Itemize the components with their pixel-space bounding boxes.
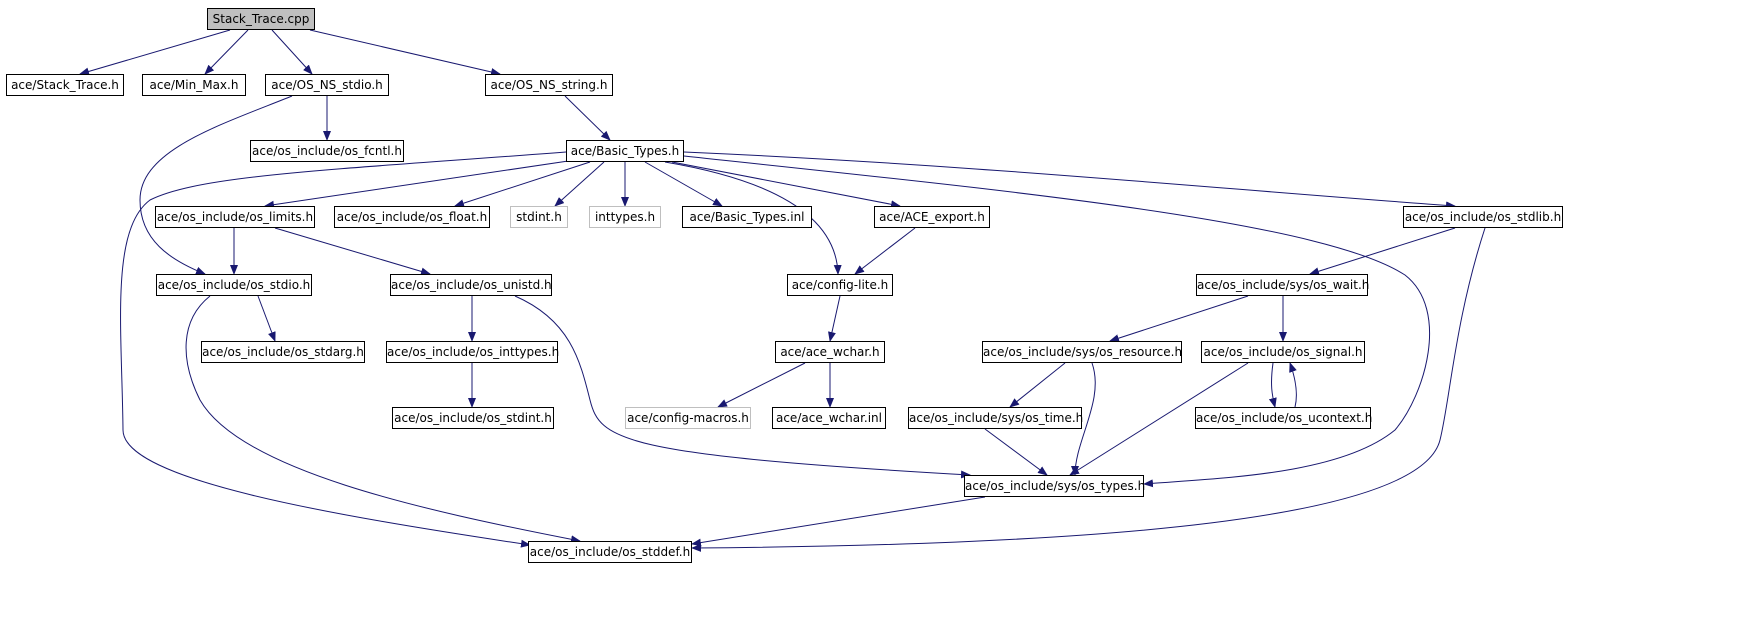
edge-os-ns-stdio-h-to-os-stdio-h — [139, 95, 293, 275]
node-os-stdio-h[interactable]: ace/os_include/os_stdio.h — [156, 274, 312, 296]
node-os-time-h[interactable]: ace/os_include/sys/os_time.h — [908, 407, 1083, 429]
edge-os-signal-h-to-os-types-h — [1069, 362, 1249, 476]
node-os-limits-h[interactable]: ace/os_include/os_limits.h — [155, 206, 315, 228]
node-os-fcntl-h[interactable]: ace/os_include/os_fcntl.h — [250, 140, 404, 162]
node-ace-wchar-inl[interactable]: ace/ace_wchar.inl — [772, 407, 886, 429]
edge-basic-types-h-to-os-stddef-h — [120, 151, 567, 548]
node-os-ns-stdio-h[interactable]: ace/OS_NS_stdio.h — [265, 74, 389, 96]
edge-basic-types-h-to-basic-types-inl — [644, 161, 723, 207]
node-os-float-h[interactable]: ace/os_include/os_float.h — [334, 206, 490, 228]
node-inttypes-h: inttypes.h — [589, 206, 661, 228]
edge-basic-types-h-to-os-float-h — [454, 161, 591, 208]
edge-os-wait-h-to-os-resource-h — [1109, 295, 1249, 343]
node-stack-trace-h[interactable]: ace/Stack_Trace.h — [6, 74, 124, 96]
node-os-ns-string-h[interactable]: ace/OS_NS_string.h — [485, 74, 613, 96]
node-os-wait-h[interactable]: ace/os_include/sys/os_wait.h — [1196, 274, 1369, 296]
node-os-signal-h[interactable]: ace/os_include/os_signal.h — [1201, 341, 1365, 363]
edge-stack-trace-cpp-to-min-max-h — [204, 29, 249, 75]
edge-os-time-h-to-os-types-h — [984, 428, 1048, 476]
node-os-stddef-h[interactable]: ace/os_include/os_stddef.h — [528, 541, 692, 563]
edge-os-ucontext-h-to-os-signal-h — [1289, 362, 1297, 408]
edge-basic-types-h-to-stdint-h — [554, 161, 605, 207]
node-os-ucontext-h[interactable]: ace/os_include/os_ucontext.h — [1195, 407, 1372, 429]
edge-os-stdlib-h-to-os-wait-h — [1309, 227, 1456, 276]
edge-os-unistd-h-to-os-types-h — [514, 295, 971, 479]
edge-basic-types-h-to-os-limits-h — [264, 159, 576, 209]
node-os-stdlib-h[interactable]: ace/os_include/os_stdlib.h — [1403, 206, 1563, 228]
edge-os-ns-string-h-to-basic-types-h — [564, 95, 611, 141]
edge-config-lite-h-to-ace-wchar-h — [828, 295, 841, 342]
edge-os-types-h-to-os-stddef-h — [691, 496, 986, 547]
edge-basic-types-h-to-config-lite-h — [664, 161, 842, 275]
edge-os-stdio-h-to-os-stdarg-h — [257, 295, 276, 342]
node-ace-wchar-h[interactable]: ace/ace_wchar.h — [775, 341, 885, 363]
edge-os-limits-h-to-os-unistd-h — [274, 227, 431, 276]
node-os-resource-h[interactable]: ace/os_include/sys/os_resource.h — [982, 341, 1182, 363]
edge-stack-trace-cpp-to-os-ns-string-h — [309, 29, 501, 76]
node-os-stdint-h[interactable]: ace/os_include/os_stdint.h — [392, 407, 554, 429]
node-os-stdarg-h[interactable]: ace/os_include/os_stdarg.h — [201, 341, 365, 363]
node-stack-trace-cpp[interactable]: Stack_Trace.cpp — [207, 8, 315, 30]
node-os-types-h[interactable]: ace/os_include/sys/os_types.h — [964, 475, 1145, 497]
node-os-inttypes-h[interactable]: ace/os_include/os_inttypes.h — [386, 341, 559, 363]
edge-stack-trace-cpp-to-stack-trace-h — [79, 29, 231, 76]
edge-ace-wchar-h-to-config-macros-h — [717, 362, 806, 408]
edge-os-stdlib-h-to-os-stddef-h — [691, 227, 1486, 552]
edge-basic-types-h-to-ace-export-h — [671, 161, 901, 209]
edge-stack-trace-cpp-to-os-ns-stdio-h — [271, 29, 313, 75]
node-stdint-h: stdint.h — [510, 206, 568, 228]
node-config-lite-h[interactable]: ace/config-lite.h — [787, 274, 893, 296]
edge-os-resource-h-to-os-types-h — [1071, 362, 1096, 476]
edge-os-signal-h-to-os-ucontext-h — [1268, 362, 1277, 408]
node-basic-types-inl[interactable]: ace/Basic_Types.inl — [682, 206, 812, 228]
edge-ace-export-h-to-config-lite-h — [854, 227, 916, 275]
node-os-unistd-h[interactable]: ace/os_include/os_unistd.h — [390, 274, 552, 296]
edge-os-resource-h-to-os-time-h — [1009, 362, 1066, 408]
edge-basic-types-h-to-os-stdlib-h — [683, 151, 1456, 210]
node-config-macros-h: ace/config-macros.h — [625, 407, 751, 429]
edges — [79, 29, 1486, 552]
node-min-max-h[interactable]: ace/Min_Max.h — [142, 74, 246, 96]
edge-os-stdio-h-to-os-stddef-h — [185, 295, 581, 544]
edge-basic-types-h-to-os-types-h — [683, 155, 1430, 488]
node-basic-types-h[interactable]: ace/Basic_Types.h — [566, 140, 684, 162]
node-ace-export-h[interactable]: ace/ACE_export.h — [874, 206, 990, 228]
